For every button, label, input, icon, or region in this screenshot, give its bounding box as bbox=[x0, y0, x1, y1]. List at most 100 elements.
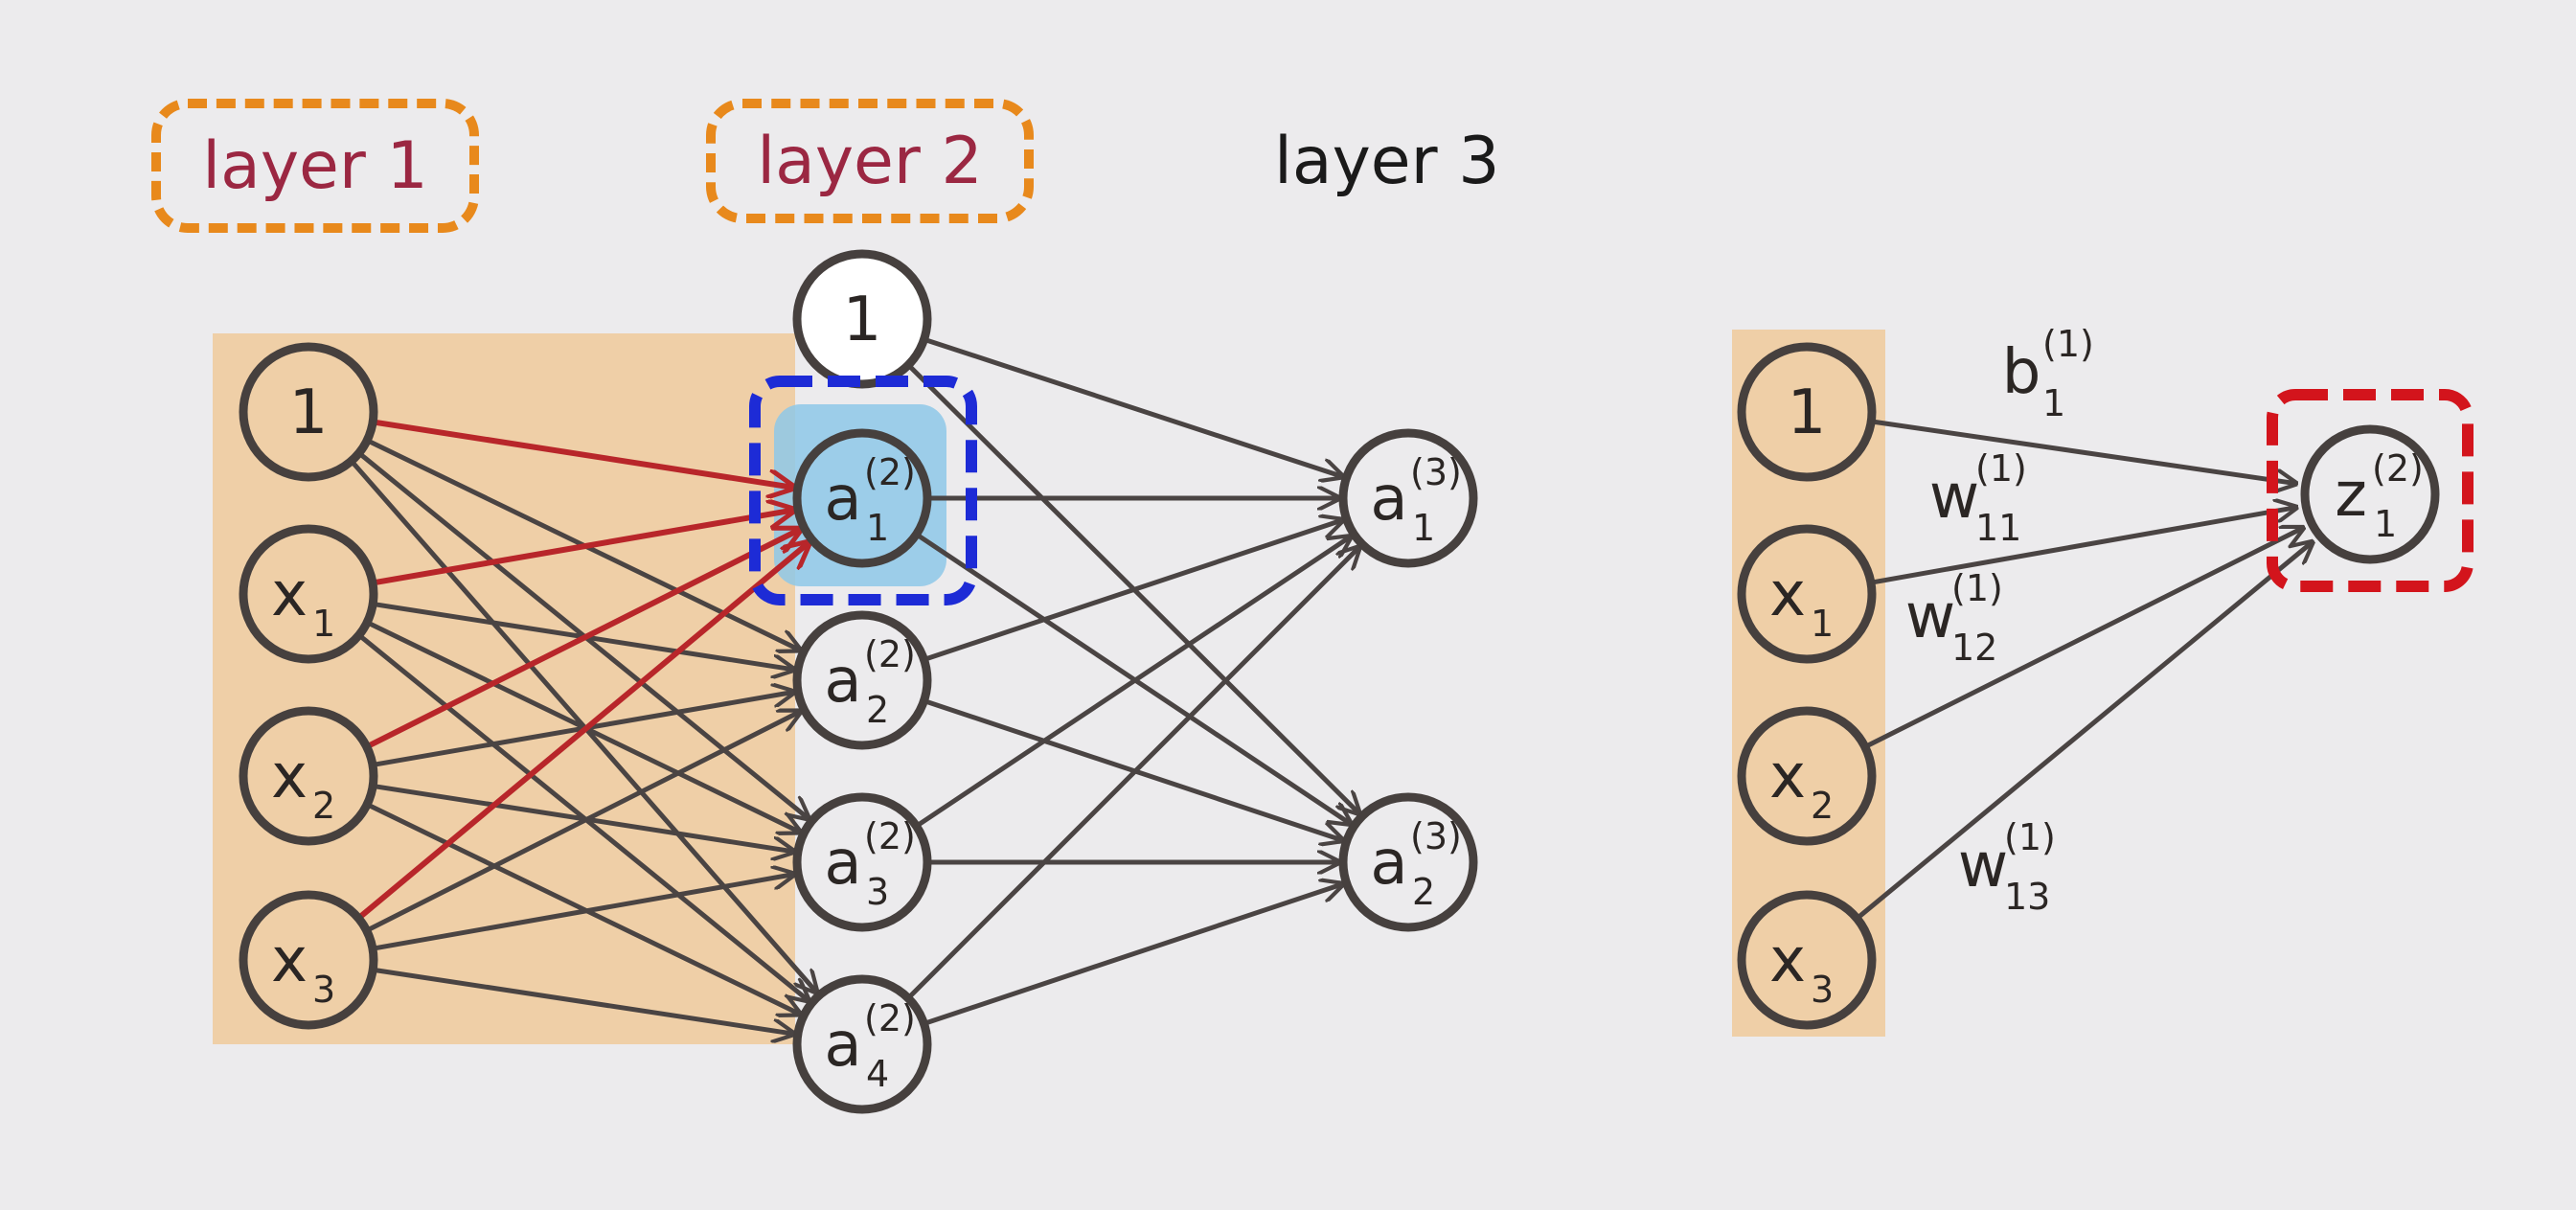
layer2-node-3-symbol: a bbox=[824, 828, 861, 899]
layer2-node-3-subscript: 3 bbox=[866, 871, 889, 913]
layer2-node-4-circle bbox=[792, 974, 932, 1114]
layer-1-text: layer 1 bbox=[202, 127, 428, 204]
weight-label-2-superscript: (1) bbox=[1951, 567, 2003, 609]
layer3-node-1-subscript: 2 bbox=[1412, 871, 1435, 913]
layer3-node-1-symbol: a bbox=[1370, 828, 1407, 899]
detail-input-node-2-subscript: 2 bbox=[1811, 785, 1834, 827]
edge-detail-1-to-z1 bbox=[1870, 508, 2296, 585]
layer2-node-0-symbol: 1 bbox=[843, 285, 882, 355]
weight-label-3-superscript: (1) bbox=[2004, 816, 2056, 858]
edge-l2-0-to-l3-0 bbox=[923, 336, 1343, 476]
edge-l1-1-to-l2-1 bbox=[372, 510, 794, 586]
detail-output-node-symbol: z bbox=[2335, 460, 2367, 531]
layer2-node-2-subscript: 2 bbox=[866, 689, 889, 731]
weight-label-3: w(1) 13 bbox=[1958, 816, 2056, 918]
edge-detail-0-to-z1 bbox=[1870, 419, 2296, 484]
layer3-node-1-superscript: (3) bbox=[1410, 815, 1462, 857]
layer-1-label: layer 1 bbox=[151, 99, 479, 233]
layer2-node-1-subscript: 1 bbox=[866, 507, 889, 549]
weight-label-0-subscript: 1 bbox=[2042, 382, 2065, 424]
edge-l1-3-to-l2-2 bbox=[365, 711, 801, 933]
layer2-node-4-subscript: 4 bbox=[866, 1053, 889, 1095]
detail-input-node-2-symbol: x bbox=[1769, 742, 1806, 812]
layer2-node-3-superscript: (2) bbox=[864, 815, 916, 857]
layer2-node-3: a(2) 3 bbox=[792, 792, 932, 932]
layer2-node-1-circle bbox=[792, 428, 932, 568]
layer2-node-2: a(2) 2 bbox=[792, 610, 932, 750]
layer1-node-0-symbol: 1 bbox=[289, 377, 329, 448]
edge-l2-2-to-l3-0 bbox=[923, 520, 1343, 662]
layer-3-label: layer 3 bbox=[1274, 113, 1562, 209]
weight-label-1-subscript: 11 bbox=[1975, 507, 2021, 549]
layer2-node-2-circle bbox=[792, 610, 932, 750]
layer-2-label: layer 2 bbox=[706, 99, 1034, 223]
weight-label-2-symbol: w bbox=[1905, 582, 1955, 652]
detail-input-node-3-circle bbox=[1737, 890, 1877, 1030]
layer2-node-4-superscript: (2) bbox=[864, 997, 916, 1039]
weight-label-3-symbol: w bbox=[1958, 831, 2008, 902]
weight-label-1-symbol: w bbox=[1929, 462, 1979, 533]
detail-input-node-3-symbol: x bbox=[1769, 925, 1806, 996]
layer-3-text: layer 3 bbox=[1274, 123, 1500, 199]
edge-l1-3-to-l2-1 bbox=[356, 542, 809, 921]
layer3-node-1: a(3) 2 bbox=[1338, 792, 1478, 932]
edge-l2-4-to-l3-1 bbox=[923, 884, 1343, 1026]
edge-l1-2-to-l2-1 bbox=[365, 529, 801, 750]
detail-input-node-0-symbol: 1 bbox=[1788, 377, 1827, 448]
weight-label-2-subscript: 12 bbox=[1951, 627, 1997, 669]
layer3-node-0-circle bbox=[1338, 428, 1478, 568]
edge-detail-2-to-z1 bbox=[1863, 528, 2303, 749]
layer1-node-3-symbol: x bbox=[271, 925, 308, 996]
layer1-node-2-subscript: 2 bbox=[312, 785, 335, 827]
weight-label-0: b(1)1 bbox=[2002, 323, 2094, 424]
layer2-node-2-superscript: (2) bbox=[864, 633, 916, 675]
layer3-node-0-superscript: (3) bbox=[1410, 451, 1462, 493]
layer3-node-0-subscript: 1 bbox=[1412, 507, 1435, 549]
edge-l2-4-to-l3-0 bbox=[906, 547, 1359, 1000]
layer2-node-4: a(2) 4 bbox=[792, 974, 932, 1114]
detail-input-node-1-subscript: 1 bbox=[1811, 603, 1834, 645]
layer1-node-1-circle bbox=[239, 524, 378, 664]
detail-input-node-0: 1 bbox=[1737, 342, 1877, 482]
weight-label-1: w(1)11 bbox=[1929, 447, 2027, 549]
layer1-node-1-subscript: 1 bbox=[312, 603, 335, 645]
layer3-node-0: a(3) 1 bbox=[1338, 428, 1478, 568]
layer1-node-2-symbol: x bbox=[271, 742, 308, 812]
weight-label-2: w(1) 12 bbox=[1905, 567, 2003, 669]
detail-output-node-superscript: (2) bbox=[2372, 447, 2424, 490]
layer2-node-2-symbol: a bbox=[824, 646, 861, 717]
layer2-node-4-symbol: a bbox=[824, 1010, 861, 1081]
layer1-node-0-circle bbox=[239, 342, 378, 482]
detail-input-node-1-symbol: x bbox=[1769, 559, 1806, 630]
layer2-node-0-circle bbox=[792, 249, 932, 389]
layer1-node-2-circle bbox=[239, 706, 378, 846]
detail-output-node-circle bbox=[2300, 424, 2440, 564]
layer2-node-1-superscript: (2) bbox=[864, 451, 916, 493]
edge-l1-3-to-l2-4 bbox=[372, 967, 794, 1034]
edge-l2-3-to-l3-0 bbox=[915, 537, 1352, 829]
layer2-node-3-circle bbox=[792, 792, 932, 932]
layer1-node-0: 1 bbox=[239, 342, 378, 482]
layer-2-text: layer 2 bbox=[757, 123, 983, 199]
edge-l1-0-to-l2-1 bbox=[372, 419, 794, 487]
layer2-node-0: 1 bbox=[792, 249, 932, 389]
weight-label-0-superscript: (1) bbox=[2042, 323, 2094, 365]
focus-box-a1 bbox=[749, 376, 977, 605]
detail-input-node-2-circle bbox=[1737, 706, 1877, 846]
weight-label-3-subscript: 13 bbox=[2004, 876, 2050, 918]
detail-input-node-0-circle bbox=[1737, 342, 1877, 482]
layer1-node-1-symbol: x bbox=[271, 559, 308, 630]
layer3-node-1-circle bbox=[1338, 792, 1478, 932]
edges-group bbox=[349, 336, 2313, 1034]
layer1-node-3-circle bbox=[239, 890, 378, 1030]
layer3-node-0-symbol: a bbox=[1370, 464, 1407, 535]
detail-output-node: z(2)1 bbox=[2300, 424, 2440, 564]
edge-detail-3-to-z1 bbox=[1855, 542, 2312, 921]
